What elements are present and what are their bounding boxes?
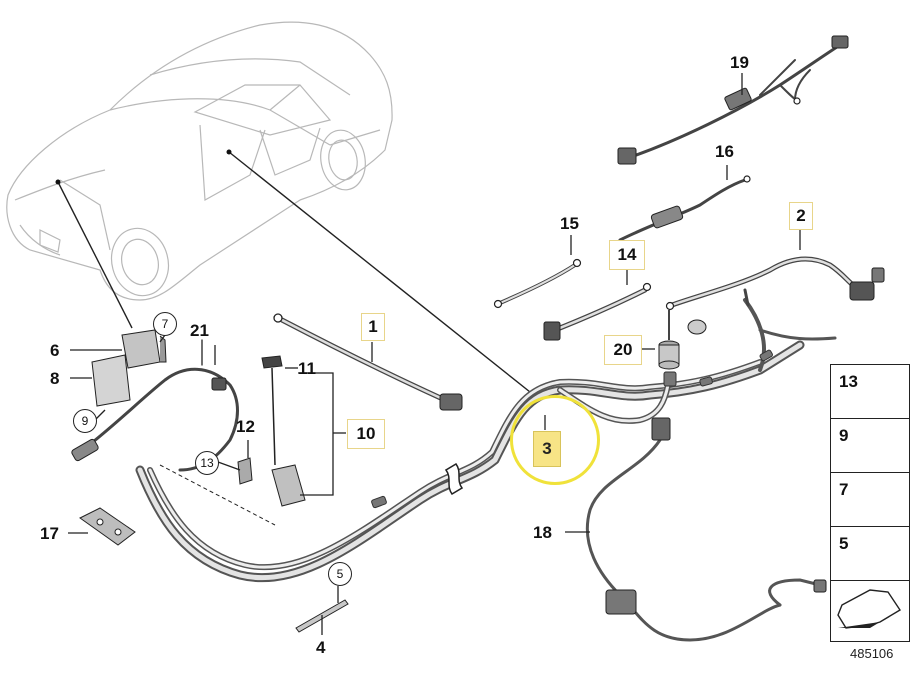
legend-row-7[interactable]: 7 xyxy=(830,472,910,527)
part-1-cable xyxy=(273,313,463,411)
part-12-clip xyxy=(237,440,253,485)
car-location-dot-front xyxy=(55,179,61,185)
callout-14[interactable]: 14 xyxy=(609,240,645,270)
car-outline xyxy=(6,21,393,301)
arrow-symbol xyxy=(837,589,901,629)
callout-15[interactable]: 15 xyxy=(560,214,579,233)
car-location-dot-door xyxy=(226,149,232,155)
callout-9[interactable]: 9 xyxy=(73,409,97,433)
callout-18[interactable]: 18 xyxy=(533,523,552,542)
cable-break-mark xyxy=(444,463,464,495)
part-14-cable xyxy=(543,282,652,341)
main-battery-cable xyxy=(135,298,837,583)
callout-8[interactable]: 8 xyxy=(50,369,60,388)
legend-row-arrow xyxy=(830,580,910,642)
callout-4[interactable]: 4 xyxy=(316,638,326,657)
callout-13[interactable]: 13 xyxy=(195,451,219,475)
part-17-plate xyxy=(68,507,136,546)
part-18-cable xyxy=(585,417,827,642)
callout-12[interactable]: 12 xyxy=(236,417,255,436)
legend-row-5[interactable]: 5 xyxy=(830,526,910,581)
part-19-harness xyxy=(617,35,849,165)
callout-17[interactable]: 17 xyxy=(40,524,59,543)
callout-3-selected[interactable]: 3 xyxy=(533,431,561,467)
part-15-cable xyxy=(493,258,582,309)
part-21-cable xyxy=(71,339,239,472)
hardware-legend: 13 9 7 5 xyxy=(830,364,910,644)
legend-number: 9 xyxy=(839,426,849,445)
selection-ring xyxy=(510,395,600,485)
legend-number: 5 xyxy=(839,534,849,553)
part-11-terminal xyxy=(261,355,283,466)
callout-10[interactable]: 10 xyxy=(347,419,385,449)
callout-11[interactable]: 11 xyxy=(298,359,316,378)
part-20-grommet xyxy=(658,310,707,370)
callout-20[interactable]: 20 xyxy=(604,335,642,365)
legend-number: 13 xyxy=(839,372,858,391)
callout-7[interactable]: 7 xyxy=(153,312,177,336)
legend-row-9[interactable]: 9 xyxy=(830,418,910,473)
cable-clips xyxy=(371,349,773,509)
part-2-cable xyxy=(665,256,885,311)
callout-19[interactable]: 19 xyxy=(730,53,749,72)
part-6-bracket xyxy=(121,329,167,369)
part-8-bracket xyxy=(70,349,131,407)
callout-21[interactable]: 21 xyxy=(190,321,209,340)
part-4-strip xyxy=(295,599,349,635)
legend-number: 7 xyxy=(839,480,849,499)
leader-lines xyxy=(57,151,531,393)
callout-2[interactable]: 2 xyxy=(789,202,813,230)
part-10-terminal xyxy=(159,372,346,526)
callout-16[interactable]: 16 xyxy=(715,142,734,161)
callout-1[interactable]: 1 xyxy=(361,313,385,341)
callout-5[interactable]: 5 xyxy=(328,562,352,586)
diagram-reference-number: 485106 xyxy=(850,646,894,661)
part-16-cable xyxy=(618,175,751,242)
callout-6[interactable]: 6 xyxy=(50,341,60,360)
legend-row-13[interactable]: 13 xyxy=(830,364,910,419)
